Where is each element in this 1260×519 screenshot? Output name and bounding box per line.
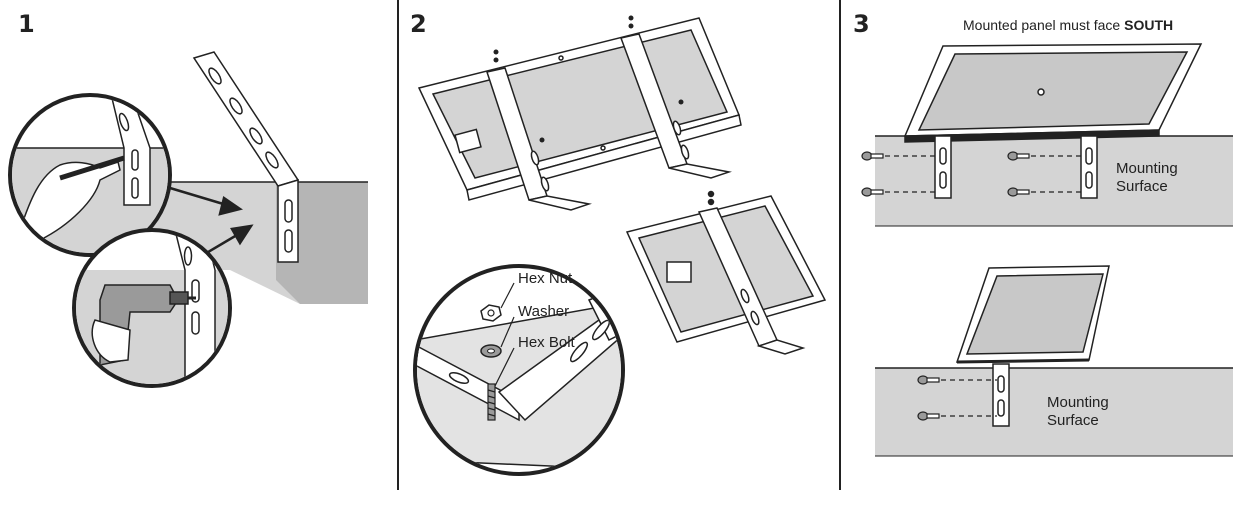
mounting-surface-top	[875, 136, 1233, 226]
hardware-detail-circle	[413, 264, 625, 476]
mounting-surface-bottom	[875, 368, 1233, 456]
marker-icon	[59, 155, 125, 181]
screw-icons-top	[861, 151, 1085, 197]
surface-bracket-top-right	[1080, 135, 1098, 199]
panel-bracket-left	[486, 67, 592, 211]
hex-bolt-label: Hex Bolt	[518, 334, 575, 351]
panel-divider-2	[839, 0, 841, 490]
hex-nut-label: Hex Nut	[518, 270, 573, 287]
hex-bolt-icon	[487, 383, 496, 421]
marking-detail-circle	[8, 93, 172, 257]
orientation-caption-text: Mounted panel must face	[963, 17, 1121, 33]
step-3-panel: 3 Mounted panel must face SOUTH	[841, 0, 1260, 519]
step-3-illustration	[861, 43, 1233, 457]
arrow-icon	[169, 186, 254, 260]
mounting-surface-label-top: Mounting Surface	[1116, 160, 1178, 195]
solar-panel-mounted-bottom	[955, 265, 1110, 364]
mounting-bracket	[192, 51, 300, 263]
step-1-panel: 1	[0, 0, 397, 519]
bolt-hardware-icons	[493, 15, 684, 143]
step-1-illustration	[8, 51, 368, 388]
orientation-direction: SOUTH	[1124, 17, 1174, 33]
step-2-panel: 2	[399, 0, 839, 519]
panel-bracket-right	[619, 33, 732, 179]
panel-divider-1	[397, 0, 399, 490]
small-panel-bracket	[697, 190, 806, 355]
step-2-number: 2	[410, 10, 427, 38]
surface-bracket-bottom	[992, 363, 1010, 427]
screw-icons-bottom	[917, 375, 997, 421]
step-1-number: 1	[18, 10, 35, 38]
orientation-caption: Mounted panel must face SOUTH	[963, 17, 1173, 33]
wall-shadow	[276, 182, 368, 304]
surface-bracket-top-left	[934, 135, 952, 199]
step-3-number: 3	[853, 10, 870, 38]
solar-panel-mounted-top	[903, 43, 1203, 143]
washer-label: Washer	[518, 303, 570, 320]
mounting-surface-label-bottom: Mounting Surface	[1047, 394, 1109, 429]
drill-icon	[91, 284, 196, 366]
step-2-illustration	[413, 15, 827, 476]
drilling-detail-circle	[72, 228, 232, 388]
